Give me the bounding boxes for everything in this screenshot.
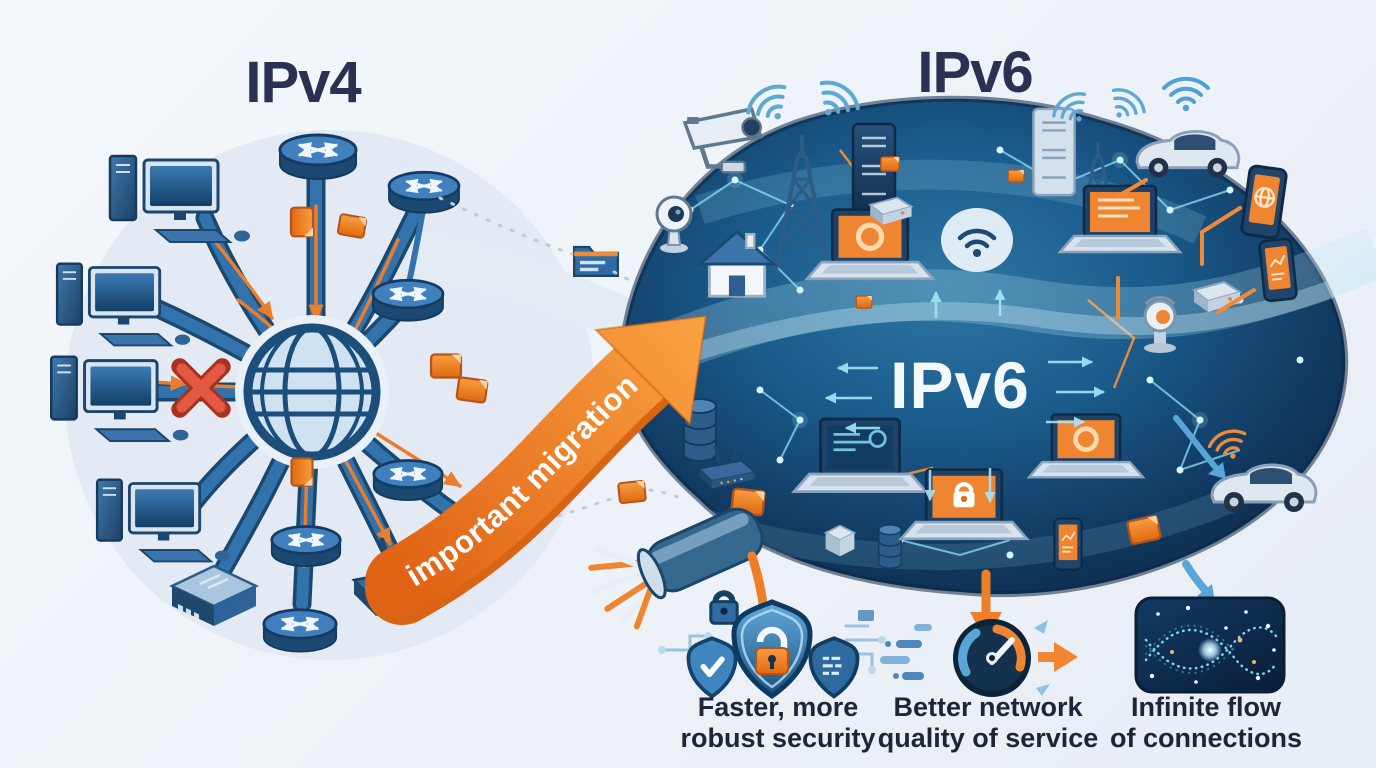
- benefit-security: [658, 551, 886, 700]
- down-arrow-icon: [1173, 415, 1219, 471]
- benefit-infinity: [1134, 415, 1286, 694]
- padlock-icon: [709, 590, 739, 625]
- pale-swoosh: [408, 233, 667, 352]
- benefit-caption-qos-line2: quality of service: [878, 723, 1099, 753]
- folder-icon: [1125, 514, 1163, 546]
- folder-icon: [573, 245, 619, 277]
- ipv6-title: IPv6: [917, 40, 1032, 105]
- flow-stream-core: [632, 263, 1376, 381]
- benefit-speedometer: [880, 569, 1078, 697]
- shield-code-icon: [808, 636, 860, 699]
- speedometer-icon: [953, 619, 1031, 697]
- packet-icon: [289, 206, 315, 238]
- chip-icon: [858, 610, 874, 621]
- packet-icon: [617, 479, 647, 505]
- ipv6-network: IPv6: [578, 73, 1376, 637]
- shield-lock-icon: [731, 599, 813, 700]
- packet-icon: [855, 295, 873, 309]
- ipv6-center-label: IPv6: [890, 348, 1030, 422]
- packet-icon: [429, 353, 463, 379]
- server-icon: [1032, 107, 1076, 197]
- packet-icon: [290, 457, 314, 487]
- ptz-camera-icon: [1142, 295, 1178, 355]
- benefit-caption-security-line1: Faster, more: [698, 692, 859, 722]
- router-icon: [280, 135, 356, 179]
- router-icon: [264, 610, 336, 652]
- smartphone-icon: [1239, 163, 1289, 241]
- packet-icon: [880, 156, 900, 172]
- wifi-icon: [941, 208, 1013, 272]
- down-arrow-head: [1208, 462, 1226, 479]
- blocked-x-icon: [171, 358, 231, 418]
- benefits-row: Faster, more robust security Better netw…: [658, 415, 1302, 753]
- router-icon: [373, 280, 443, 320]
- router-icon: [272, 527, 340, 567]
- globe-hub-icon: [243, 323, 381, 461]
- speed-lines: [880, 624, 932, 680]
- packet-icon: [1007, 169, 1025, 183]
- packet-icon: [336, 212, 368, 240]
- orange-device-links: [1116, 178, 1256, 320]
- ipv6-radiating-arrows: [824, 288, 1106, 504]
- infinity-flow-icon: [1134, 596, 1286, 694]
- server-stack-icon: [878, 524, 902, 569]
- router-icon: [389, 172, 459, 212]
- ipv4-title: IPv4: [245, 50, 361, 115]
- router-icon: [374, 461, 442, 501]
- benefit-caption-connections-line1: Infinite flow: [1131, 692, 1282, 722]
- right-arrow-icon: [1038, 642, 1078, 672]
- benefit-caption-security-line2: robust security: [680, 723, 875, 753]
- benefit-caption-qos-line1: Better network: [893, 692, 1083, 722]
- mesh-nodes: [686, 146, 1304, 559]
- wifi-icon: [1162, 76, 1210, 114]
- benefit-caption-connections-line2: of connections: [1110, 723, 1302, 753]
- speed-chevrons: [1034, 620, 1050, 696]
- packet-icon: [455, 376, 489, 404]
- ipv4-network: [49, 130, 714, 660]
- shield-check-icon: [686, 636, 738, 699]
- down-arrow-icon: [1182, 560, 1209, 594]
- tablet-icon: [1257, 237, 1299, 303]
- smartphone-icon: [1053, 517, 1083, 571]
